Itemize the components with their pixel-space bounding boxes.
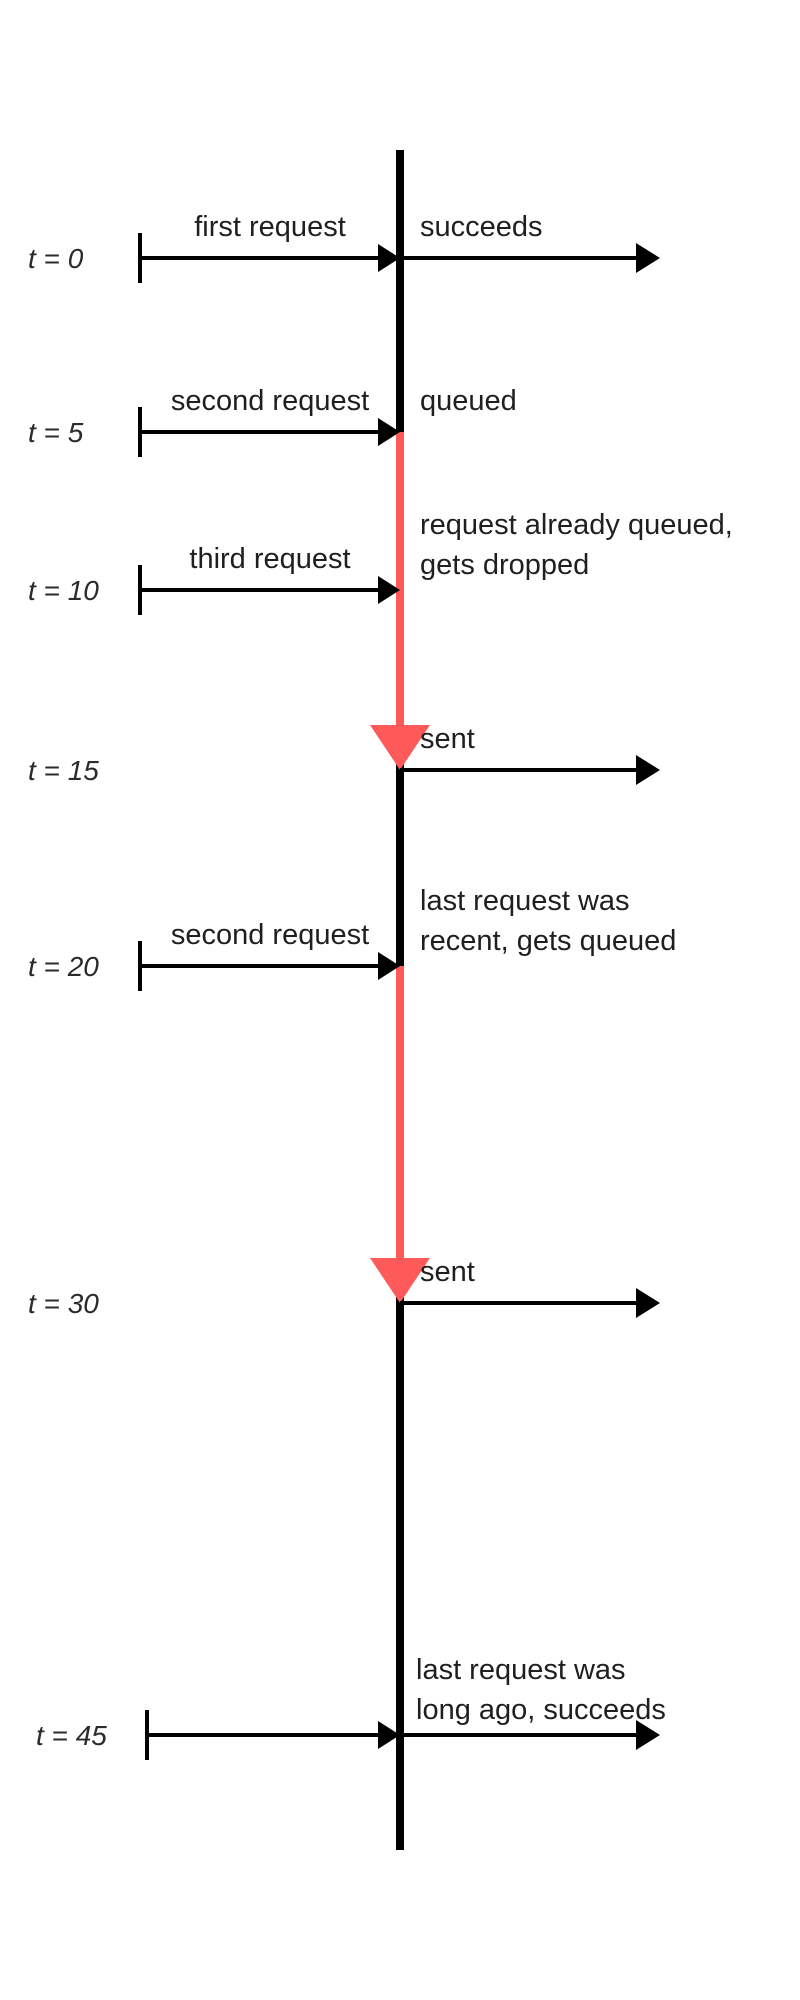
time-label: t = 20 (28, 951, 99, 982)
time-label: t = 15 (28, 755, 99, 786)
event-note-line: recent, gets queued (420, 925, 676, 957)
queued-intervals (370, 432, 430, 1303)
request-label: second request (171, 919, 369, 951)
time-label: t = 0 (28, 243, 84, 274)
event-note-line: last request was (416, 1654, 626, 1686)
incoming-arrowhead (378, 1721, 400, 1749)
incoming-arrowhead (378, 244, 400, 272)
event-note-line: queued (420, 385, 517, 417)
incoming-arrowhead (378, 418, 400, 446)
outgoing-arrowhead (636, 1288, 660, 1318)
event-note-line: long ago, succeeds (416, 1694, 666, 1726)
event-note-line: sent (420, 1256, 475, 1288)
incoming-arrowhead (378, 576, 400, 604)
event-note-line: request already queued, (420, 509, 733, 541)
time-label: t = 30 (28, 1288, 99, 1319)
time-label: t = 5 (28, 417, 84, 448)
queued-interval-arrowhead (370, 1258, 430, 1303)
queued-interval-arrowhead (370, 725, 430, 770)
time-label: t = 10 (28, 575, 99, 606)
timeline-events: t = 0 first request succeeds t = 5 second re… (28, 211, 733, 1760)
request-label: third request (189, 543, 350, 575)
incoming-arrowhead (378, 952, 400, 980)
outgoing-arrowhead (636, 755, 660, 785)
event-note-line: succeeds (420, 211, 543, 243)
request-label: first request (194, 211, 346, 243)
request-label: second request (171, 385, 369, 417)
outgoing-arrowhead (636, 243, 660, 273)
event-note-line: last request was (420, 885, 630, 917)
time-label: t = 45 (36, 1720, 107, 1751)
event-note-line: sent (420, 723, 475, 755)
outgoing-arrowhead (636, 1720, 660, 1750)
event-note-line: gets dropped (420, 549, 589, 581)
